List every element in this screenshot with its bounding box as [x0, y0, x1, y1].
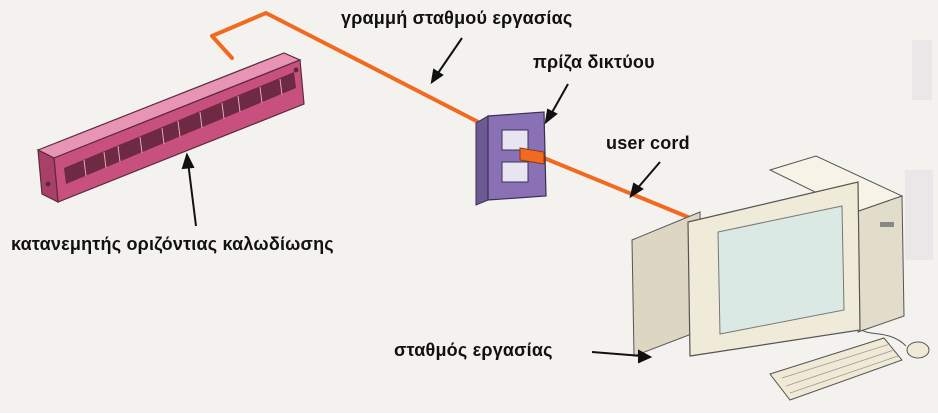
computer-workstation [631, 155, 930, 401]
arrow-outlet [549, 83, 569, 117]
patch-panel-ports [83, 78, 283, 177]
rj45-plug [519, 147, 545, 165]
outlet-port-bottom [501, 161, 529, 183]
patch-panel-screw-right [293, 67, 299, 73]
tower-slot [880, 222, 894, 227]
patch-panel-screw-left [45, 181, 51, 187]
network-outlet [475, 111, 547, 206]
tower-side [855, 195, 905, 333]
arrow-patch-panel-head [181, 152, 195, 170]
workstation-line-cable-left [210, 34, 234, 60]
label-workstation-line: γραμμή σταθμού εργασίας [341, 8, 573, 28]
label-user-cord: user cord [606, 133, 690, 153]
faded-background-artifacts [905, 40, 933, 260]
monitor-screen [717, 205, 845, 335]
pointer-arrows [181, 37, 661, 364]
arrow-user-cord [635, 161, 661, 191]
label-workstation: σταθμός εργασίας [394, 340, 553, 360]
label-network-outlet: πρίζα δικτύου [533, 52, 655, 72]
patch-panel [36, 52, 305, 204]
keyboard-keys [781, 343, 899, 394]
label-patch-panel: κατανεμητής οριζόντιας καλωδίωσης [11, 234, 334, 254]
arrow-workstation-line-head [430, 68, 444, 85]
arrow-workstation [591, 351, 643, 357]
mouse [906, 341, 930, 359]
arrow-workstation-head [638, 349, 653, 364]
arrow-outlet-head [544, 108, 558, 125]
arrow-workstation-line [435, 37, 463, 77]
outlet-side [475, 115, 489, 206]
mouse-cable [861, 329, 907, 347]
outlet-port-top [501, 129, 529, 151]
arrow-patch-panel [187, 161, 197, 227]
patch-panel-left-end [37, 148, 59, 204]
user-cord-cable [542, 156, 702, 224]
arrow-user-cord-head [629, 182, 644, 199]
